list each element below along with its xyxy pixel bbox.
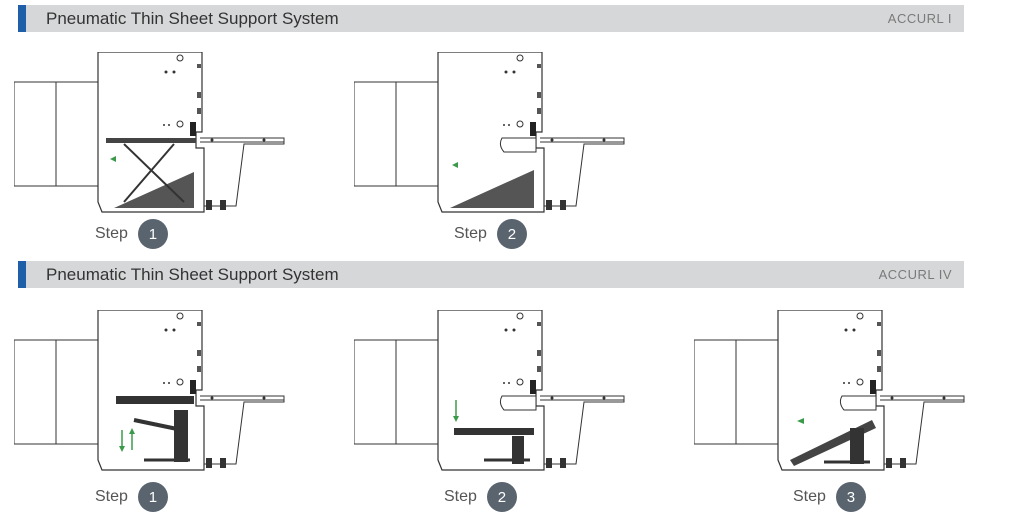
step-number-badge: 1 [137,482,168,512]
step-label: Step [95,488,128,505]
step-label: Step [444,488,477,505]
section-header-accurl-i: Pneumatic Thin Sheet Support System ACCU… [18,5,964,32]
section-accent [18,261,26,288]
diagram-accurl-i-step-2 [354,52,629,214]
step-indicator-accurl-iv-2: Step 2 [444,482,517,512]
step-indicator-accurl-i-2: Step 2 [454,219,527,249]
diagram-accurl-iv-step-1 [14,310,289,472]
diagram-accurl-i-step-1 [14,52,289,214]
diagram-accurl-iv-step-3 [694,310,969,472]
model-name: ACCURL I [887,11,952,26]
step-label: Step [95,225,128,242]
step-number-badge: 1 [137,219,168,249]
diagram-accurl-iv-step-2 [354,310,629,472]
model-name: ACCURL IV [878,267,952,282]
step-indicator-accurl-i-1: Step 1 [95,219,168,249]
step-number-badge: 3 [835,482,866,512]
section-header-accurl-iv: Pneumatic Thin Sheet Support System ACCU… [18,261,964,288]
step-label: Step [793,488,826,505]
section-title: Pneumatic Thin Sheet Support System [46,9,339,28]
step-number-badge: 2 [486,482,517,512]
section-title: Pneumatic Thin Sheet Support System [46,265,339,284]
step-number-badge: 2 [496,219,527,249]
step-label: Step [454,225,487,242]
step-indicator-accurl-iv-1: Step 1 [95,482,168,512]
section-accent [18,5,26,32]
step-indicator-accurl-iv-3: Step 3 [793,482,866,512]
